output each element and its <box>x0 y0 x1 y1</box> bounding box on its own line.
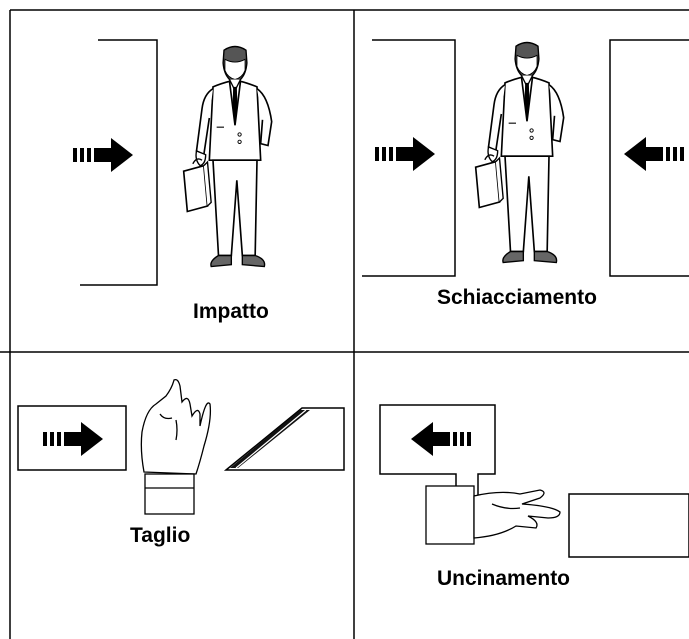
blade-icon <box>223 407 345 471</box>
caption-impatto: Impatto <box>193 300 269 323</box>
arrow-right-icon <box>73 138 133 172</box>
arrow-right-icon <box>375 137 435 171</box>
panel-uncinamento <box>379 404 689 558</box>
arrow-left-icon <box>624 137 684 171</box>
caption-uncinamento: Uncinamento <box>437 567 571 590</box>
left-wall <box>362 39 456 277</box>
hook-block <box>379 404 496 497</box>
reaching-hand-icon <box>425 485 561 545</box>
businessman-icon <box>182 45 273 268</box>
panel-impatto <box>73 39 273 286</box>
panel-taglio <box>17 378 345 515</box>
panel-schiacciamento <box>362 39 689 277</box>
fixed-block <box>568 493 689 558</box>
panel-grid <box>0 9 689 639</box>
caption-taglio: Taglio <box>130 524 191 547</box>
raised-hand-icon <box>140 378 212 515</box>
businessman-icon <box>474 41 565 264</box>
right-wall <box>609 39 689 277</box>
caption-schiacciamento: Schiacciamento <box>437 286 597 309</box>
moving-wall <box>80 39 158 286</box>
